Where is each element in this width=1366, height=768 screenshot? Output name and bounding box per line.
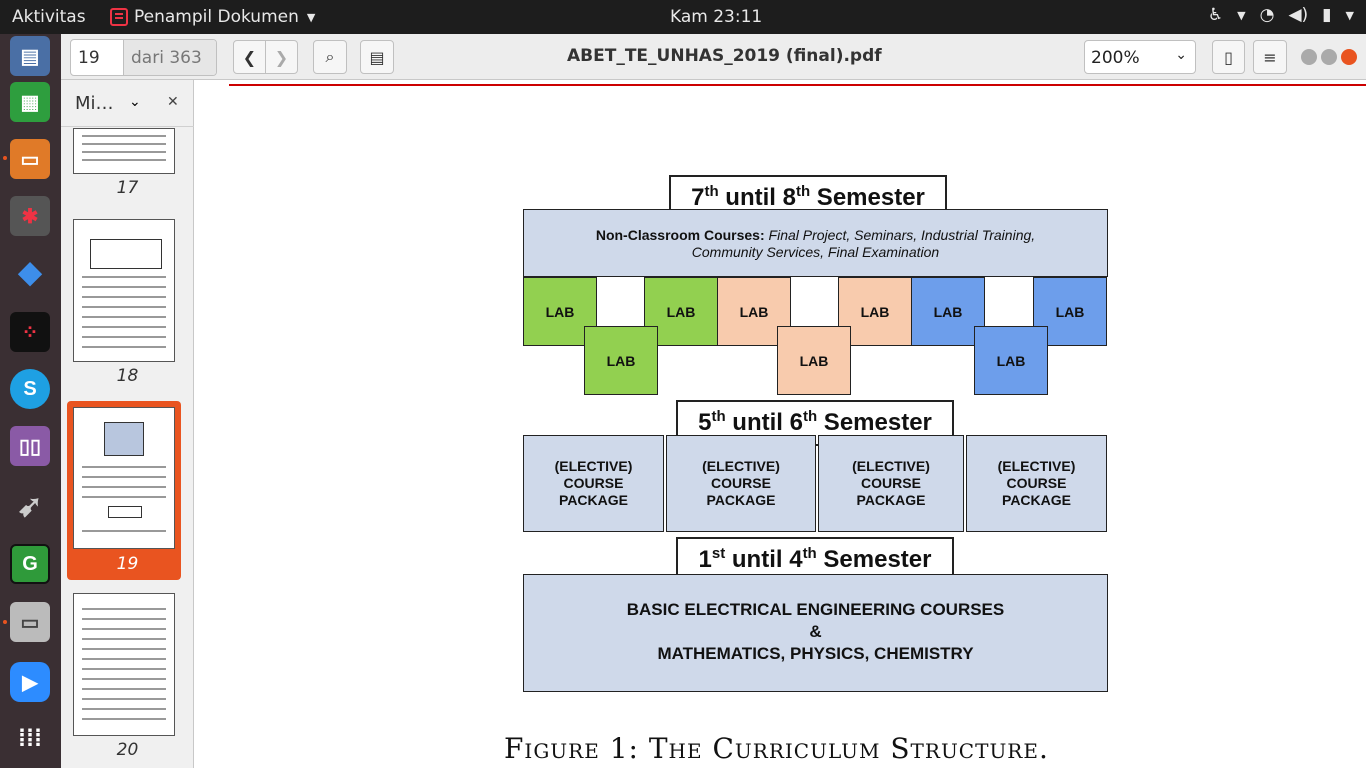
- clipboard-icon: ▤: [369, 47, 385, 67]
- zoom-value: 200%: [1091, 48, 1140, 68]
- page-number-input[interactable]: 19: [71, 40, 124, 75]
- document-viewer-icon: [110, 8, 128, 26]
- lab-box: LAB: [974, 326, 1048, 395]
- lab-box: LAB: [911, 277, 985, 346]
- volume-icon[interactable]: ◀): [1288, 5, 1309, 25]
- page-total: dari 363: [124, 40, 216, 75]
- zoom-icon[interactable]: ▶: [10, 662, 50, 702]
- sidebar-header: Mi… ⌄ ✕: [61, 80, 194, 127]
- archive-icon[interactable]: ▭: [10, 602, 50, 642]
- presentation-icon[interactable]: ▭: [10, 139, 50, 179]
- page-label: 19: [116, 554, 139, 574]
- thumbnail-sidebar: Mi… ⌄ ✕ 17 18 19 20: [61, 80, 194, 768]
- system-tray[interactable]: ♿ ▼ ◔ ◀) ▮ ▼: [1208, 5, 1354, 25]
- figure-caption: Figure 1: The Curriculum Structure.: [504, 732, 1049, 765]
- lab-box: LAB: [584, 326, 658, 395]
- page-thumbnail[interactable]: [73, 128, 175, 174]
- running-indicator: [3, 620, 7, 624]
- page-thumbnail[interactable]: [73, 593, 175, 736]
- viewer-header: 19 dari 363 ❮ ❯ ⌕ ▤ ABET_TE_UNHAS_2019 (…: [61, 34, 1366, 80]
- sidebar-mode-label[interactable]: Mi…: [75, 93, 114, 114]
- running-indicator: [3, 156, 7, 160]
- usb-icon[interactable]: ➹: [17, 489, 43, 523]
- accessibility-icon[interactable]: ♿: [1207, 5, 1224, 25]
- g-app-icon[interactable]: G: [10, 544, 50, 584]
- semester-title-7-8: 7th until 8th Semester: [669, 175, 947, 221]
- page-selector[interactable]: 19 dari 363: [70, 39, 217, 76]
- page-label: 18: [116, 366, 139, 386]
- non-classroom-box: Non-Classroom Courses: Final Project, Se…: [523, 209, 1108, 277]
- document-icon: ▯: [1224, 47, 1233, 67]
- document-page: 7th until 8th Semester Non-Classroom Cou…: [194, 80, 1366, 768]
- files-icon[interactable]: ▤: [10, 36, 50, 76]
- close-button[interactable]: [1341, 49, 1357, 65]
- settings-icon[interactable]: ✱: [10, 196, 50, 236]
- zoom-select[interactable]: 200% ⌄: [1084, 40, 1196, 74]
- chevron-down-icon: ▼: [306, 10, 316, 24]
- chevron-down-icon: ▼: [1237, 8, 1246, 22]
- page-view-button[interactable]: ▯: [1212, 40, 1245, 74]
- header-rule: [229, 84, 1366, 86]
- hamburger-icon: ≡: [1263, 47, 1277, 67]
- chevron-down-icon: ▼: [1345, 8, 1354, 22]
- battery-icon[interactable]: ▮: [1322, 5, 1332, 25]
- search-icon: ⌕: [325, 47, 335, 66]
- lab-box: LAB: [777, 326, 851, 395]
- wifi-icon[interactable]: ◔: [1259, 5, 1275, 25]
- activities-button[interactable]: Aktivitas: [12, 7, 86, 27]
- page-thumbnail[interactable]: [73, 219, 175, 362]
- dock: ▤ ▦ ▭ ✱ ◆ ⁘ S ▯▯ ➹ G ▭ ▶ ⁞⁞⁞: [0, 34, 61, 768]
- next-page-button[interactable]: ❯: [265, 40, 298, 74]
- skype-icon[interactable]: S: [10, 369, 50, 409]
- app-name: Penampil Dokumen: [134, 7, 299, 27]
- top-bar: Aktivitas Penampil Dokumen ▼ Kam 23:11 ♿…: [0, 0, 1366, 34]
- dropbox-icon[interactable]: ◆: [18, 255, 42, 289]
- maximize-button[interactable]: [1321, 49, 1337, 65]
- basic-courses-box: BASIC ELECTRICAL ENGINEERING COURSES & M…: [523, 574, 1108, 692]
- minimize-button[interactable]: [1301, 49, 1317, 65]
- page-label: 17: [116, 178, 139, 198]
- close-icon[interactable]: ✕: [167, 94, 179, 110]
- clock[interactable]: Kam 23:11: [670, 7, 763, 27]
- chevron-down-icon[interactable]: ⌄: [129, 94, 141, 110]
- document-title: ABET_TE_UNHAS_2019 (final).pdf: [567, 46, 882, 66]
- previous-page-button[interactable]: ❮: [233, 40, 266, 74]
- annotations-button[interactable]: ▤: [360, 40, 394, 74]
- page-thumbnail[interactable]: [73, 407, 175, 549]
- app-menu[interactable]: Penampil Dokumen ▼: [110, 7, 315, 27]
- menu-button[interactable]: ≡: [1253, 40, 1287, 74]
- search-button[interactable]: ⌕: [313, 40, 347, 74]
- dots-app-icon[interactable]: ⁘: [10, 312, 50, 352]
- page-label: 20: [116, 740, 139, 760]
- chevron-down-icon: ⌄: [1175, 47, 1187, 63]
- spreadsheet-icon[interactable]: ▦: [10, 82, 50, 122]
- media-icon[interactable]: ▯▯: [10, 426, 50, 466]
- app-grid-icon[interactable]: ⁞⁞⁞: [18, 725, 42, 752]
